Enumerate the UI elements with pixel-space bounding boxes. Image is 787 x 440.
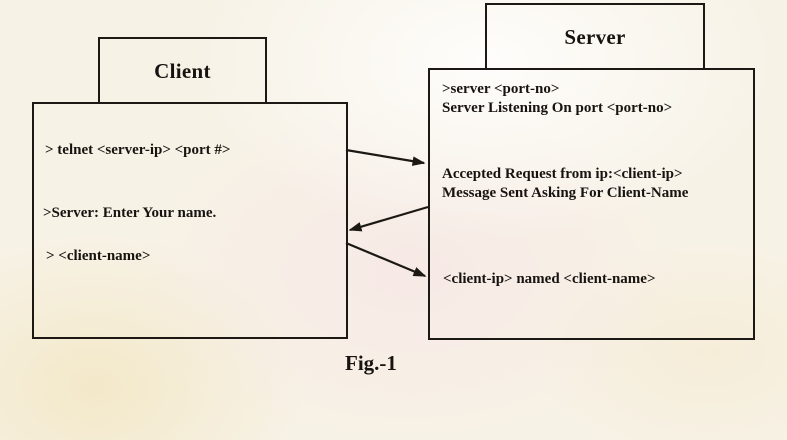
client-terminal-line: > <client-name> — [46, 248, 151, 264]
client-box — [32, 102, 348, 339]
server-terminal-line: <client-ip> named <client-name> — [443, 271, 656, 287]
client-terminal-line: > telnet <server-ip> <port #> — [45, 142, 231, 158]
arrow-client-to-server-connect — [345, 148, 426, 166]
arrow-server-to-client-prompt — [348, 205, 429, 232]
client-terminal-line: >Server: Enter Your name. — [43, 205, 217, 221]
arrow-client-to-server-name — [345, 241, 427, 278]
client-title-tab: Client — [98, 37, 267, 104]
server-terminal-line: Message Sent Asking For Client-Name — [442, 185, 689, 201]
server-title-tab: Server — [485, 3, 705, 70]
server-terminal-line: Server Listening On port <port-no> — [442, 100, 673, 116]
server-title: Server — [564, 25, 626, 49]
client-title: Client — [154, 59, 211, 83]
server-terminal-line: Accepted Request from ip:<client-ip> — [442, 166, 683, 182]
server-terminal-line: >server <port-no> — [442, 81, 560, 97]
figure-caption: Fig.-1 — [345, 351, 397, 375]
server-box — [428, 68, 755, 340]
